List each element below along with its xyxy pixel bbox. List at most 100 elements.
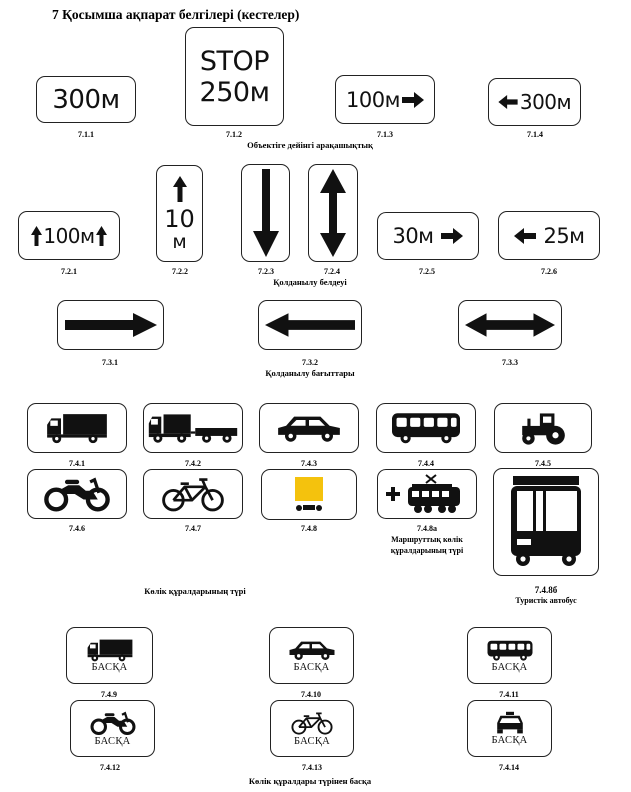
sign-7-4-9: БАСҚА — [66, 627, 153, 684]
page-title: 7 Қосымша ақпарат белгілері (кестелер) — [52, 7, 300, 22]
sign-text: БАСҚА — [491, 661, 528, 673]
sign-number: 7.4.2 — [185, 459, 201, 468]
sign-7-3-2 — [258, 300, 362, 350]
sign-number: 7.1.1 — [78, 130, 94, 139]
sign-7-4-2 — [143, 403, 243, 453]
sign-caption: Маршруттық көлік — [391, 535, 463, 544]
tourist-bus-icon — [511, 476, 581, 566]
sign-7-2-1: 100м — [18, 211, 120, 260]
sign-number: 7.4.8а — [417, 524, 437, 533]
arrow-left-right-icon — [465, 313, 555, 337]
sign-number: 7.4.9 — [101, 690, 117, 699]
arrow-right-icon — [64, 313, 157, 337]
caption-zone: Қолданылу белдеуі — [273, 277, 347, 287]
caption-other-vehicles: Көлік құралдары түрінен басқа — [248, 776, 372, 786]
sign-7-4-13: БАСҚА — [270, 700, 354, 757]
sign-number: 7.2.4 — [324, 267, 340, 276]
sign-text: 30м — [392, 224, 434, 248]
sign-number: 7.4.13 — [302, 763, 322, 772]
sign-number: 7.2.3 — [258, 267, 274, 276]
motorcycle-icon — [42, 475, 112, 513]
sign-7-2-4 — [308, 164, 358, 262]
sign-7-1-2: STOP 250м — [185, 27, 284, 126]
sign-number: 7.1.3 — [377, 130, 393, 139]
sign-text-line2: 250м — [199, 76, 270, 108]
sign-number: 7.3.3 — [502, 358, 518, 367]
sign-number: 7.4.6 — [69, 524, 85, 533]
sign-7-3-1 — [57, 300, 164, 350]
sign-number: 7.4.3 — [301, 459, 317, 468]
sign-7-3-3 — [458, 300, 562, 350]
plus-tram-icon — [386, 474, 460, 513]
sign-text: 100м — [346, 87, 400, 112]
tractor-icon — [517, 410, 569, 446]
sign-7-1-4: 300м — [488, 78, 581, 126]
sign-text: БАСҚА — [293, 736, 331, 747]
sign-7-4-10: БАСҚА — [269, 627, 354, 684]
bus-icon — [389, 411, 463, 445]
sign-7-2-3 — [241, 164, 290, 262]
sign-number: 7.1.4 — [527, 130, 543, 139]
sign-number: 7.4.4 — [418, 459, 434, 468]
sign-7-4-5 — [494, 403, 592, 453]
sign-text: БАСҚА — [491, 735, 528, 746]
sign-7-4-8a — [377, 469, 477, 519]
sign-caption: Туристік автобус — [515, 596, 577, 605]
bicycle-icon — [160, 475, 226, 513]
sign-number: 7.4.11 — [499, 690, 519, 699]
sign-7-1-1: 300м — [36, 76, 136, 123]
sign-7-2-5: 30м — [377, 212, 479, 260]
sign-number: 7.4.7 — [185, 524, 201, 533]
sign-text-line1: STOP — [199, 45, 270, 77]
bus-icon — [486, 639, 534, 662]
sign-text: 100м — [43, 223, 95, 248]
sign-7-4-14: БАСҚА — [467, 700, 552, 757]
truck-icon — [86, 638, 134, 662]
sign-number: 7.4.5 — [535, 459, 551, 468]
sign-7-4-6 — [27, 469, 127, 519]
sign-7-2-6: 25м — [498, 211, 600, 260]
sign-7-4-12: БАСҚА — [70, 700, 155, 757]
caption-distance: Объектіге дейінгі арақашықтық — [247, 140, 373, 150]
caption-direction: Қолданылу бағыттары — [265, 368, 355, 378]
arrow-up-icon — [95, 225, 107, 246]
sign-7-4-8b — [493, 468, 599, 576]
motorcycle-icon — [89, 710, 137, 736]
sign-7-4-7 — [143, 469, 243, 519]
arrow-up-icon — [31, 225, 43, 246]
sign-number: 7.2.2 — [172, 267, 188, 276]
dangerous-goods-plate-icon — [295, 476, 323, 511]
sign-text: 300м — [519, 90, 572, 114]
arrow-right-icon — [401, 91, 424, 108]
truck-trailer-icon — [147, 411, 239, 445]
sign-number: 7.3.2 — [302, 358, 318, 367]
sign-number: 7.4.8б — [534, 585, 558, 595]
sign-text-line1: 10 — [164, 204, 195, 233]
sign-text: 300м — [52, 84, 120, 115]
sign-caption: құралдарының түрі — [390, 546, 464, 555]
car-icon — [287, 638, 337, 662]
sign-number: 7.3.1 — [102, 358, 118, 367]
arrow-left-icon — [498, 95, 518, 109]
sign-number: 7.2.5 — [419, 267, 435, 276]
sign-number: 7.4.10 — [301, 690, 321, 699]
arrow-left-icon — [514, 227, 537, 244]
sign-7-4-11: БАСҚА — [467, 627, 552, 684]
sign-number: 7.4.12 — [100, 763, 120, 772]
sign-7-4-3 — [259, 403, 359, 453]
taxi-icon — [494, 711, 526, 735]
sign-7-4-1 — [27, 403, 127, 453]
arrow-right-icon — [440, 228, 463, 244]
sign-number: 7.2.6 — [541, 267, 557, 276]
sign-number: 7.1.2 — [226, 130, 242, 139]
sign-text: 25м — [543, 223, 585, 248]
arrow-up-icon — [172, 175, 187, 202]
sign-7-4-8 — [261, 469, 357, 520]
sign-7-2-2: 10 м — [156, 165, 203, 262]
sign-number: 7.4.14 — [499, 763, 519, 772]
arrow-up-down-icon — [320, 169, 346, 257]
truck-icon — [45, 412, 109, 444]
sign-number: 7.4.8 — [301, 524, 317, 533]
sign-text: БАСҚА — [94, 736, 131, 747]
sign-7-1-3: 100м — [335, 75, 435, 124]
